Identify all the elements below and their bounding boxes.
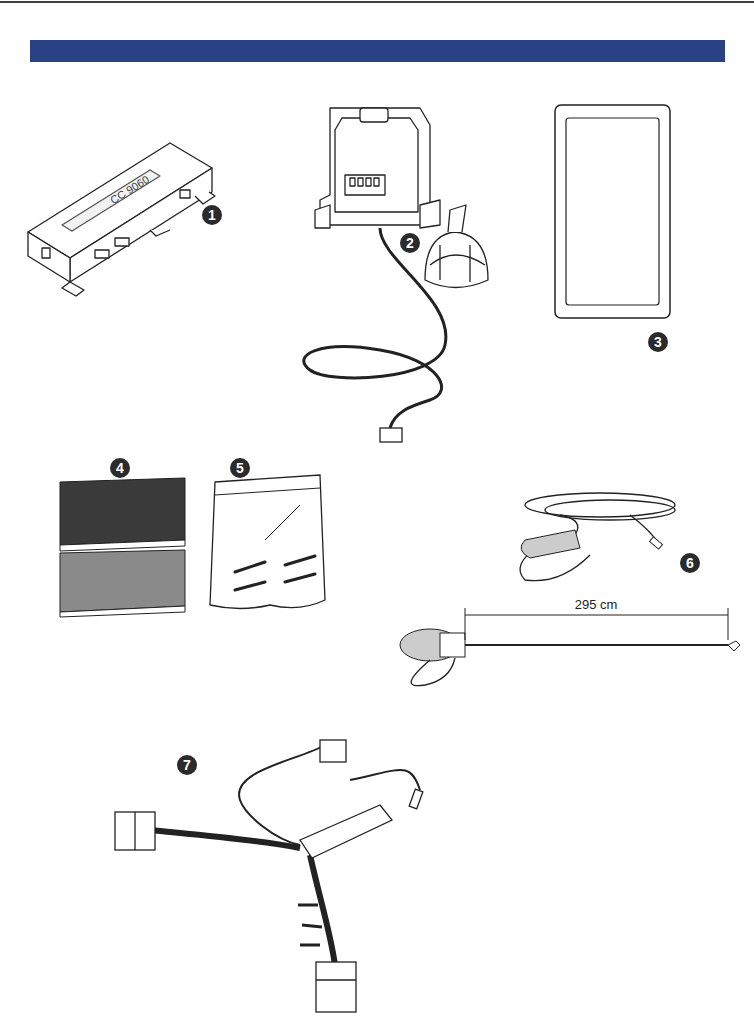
dimension-label: 295 cm (572, 597, 621, 612)
callout-number: 4 (110, 458, 130, 478)
callout-number: 3 (648, 332, 668, 352)
callout-number: 7 (177, 755, 197, 775)
callout-number: 1 (202, 205, 222, 225)
callout-number: 5 (230, 458, 250, 478)
callout-number: 6 (680, 553, 700, 573)
callout-number: 2 (400, 233, 420, 253)
